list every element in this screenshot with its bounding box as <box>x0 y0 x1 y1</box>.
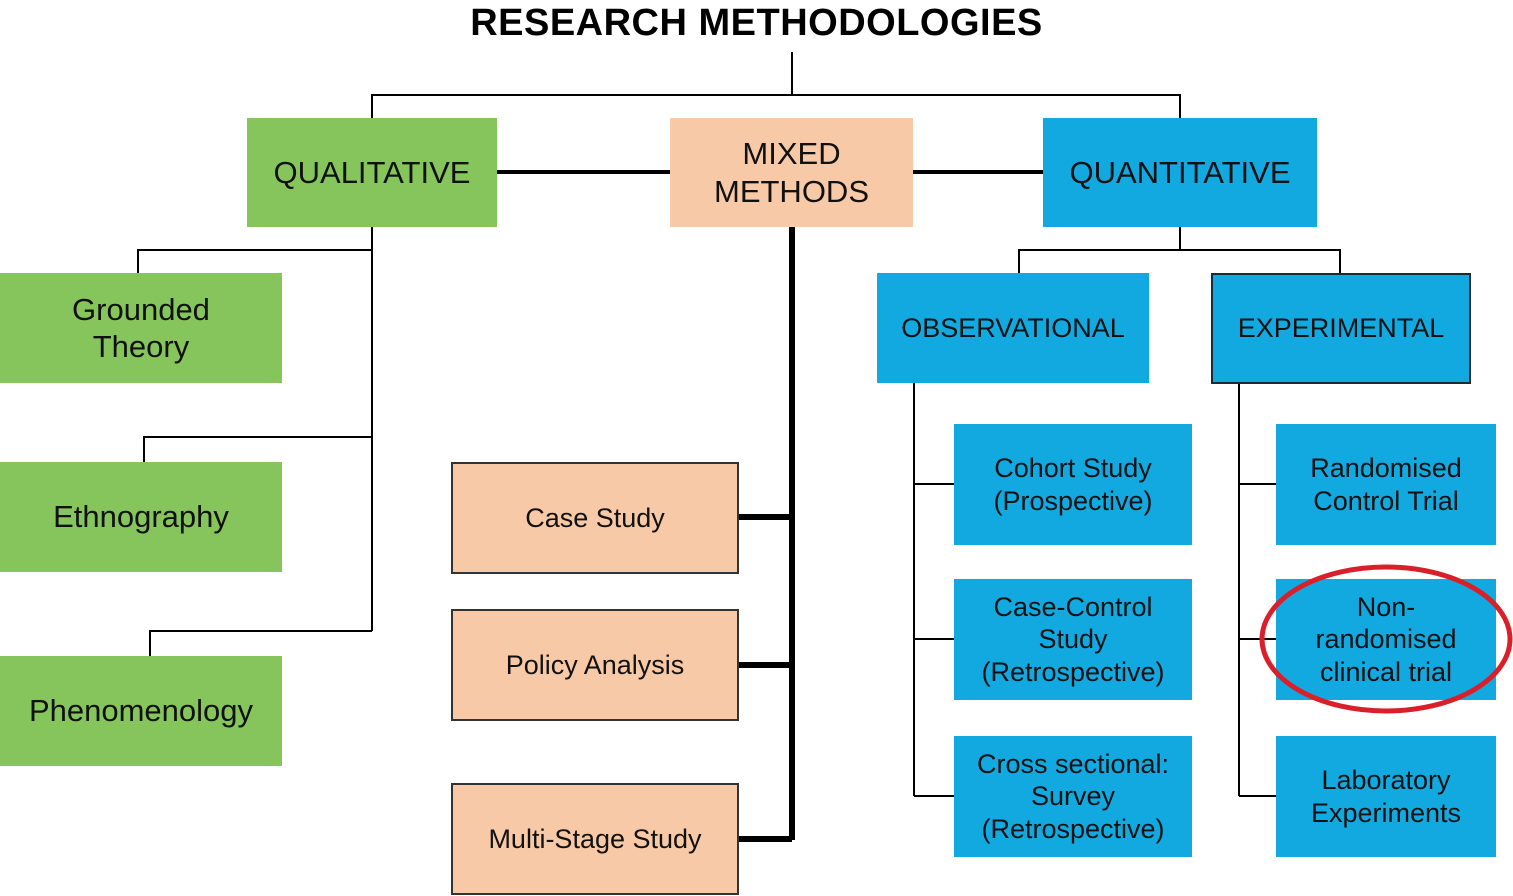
cohort-study-line1: Cohort Study <box>994 453 1152 484</box>
mixed-methods-box: MIXED METHODS <box>670 118 913 227</box>
randomised-control-trial-box: Randomised Control Trial <box>1276 424 1496 545</box>
ethnography-label: Ethnography <box>53 499 229 535</box>
grounded-theory-box: Grounded Theory <box>0 273 282 383</box>
qualitative-box: QUALITATIVE <box>247 118 497 227</box>
ethnography-box: Ethnography <box>0 462 282 572</box>
observational-box: OBSERVATIONAL <box>877 273 1149 383</box>
quantitative-box: QUANTITATIVE <box>1043 118 1317 227</box>
grounded-theory-line1: Grounded <box>72 291 210 327</box>
cross-sectional-box: Cross sectional: Survey (Retrospective) <box>954 736 1192 857</box>
non-randomised-line3: clinical trial <box>1319 656 1453 687</box>
case-control-box: Case-Control Study (Retrospective) <box>954 579 1192 700</box>
non-randomised-line1: Non- <box>1356 591 1416 622</box>
ethnography-connector <box>143 436 372 462</box>
case-study-label: Case Study <box>525 502 665 533</box>
phenomenology-connector <box>149 630 372 656</box>
case-control-line1: Case-Control <box>993 591 1153 622</box>
phenomenology-box: Phenomenology <box>0 656 282 766</box>
mixed-label-line2: METHODS <box>714 173 869 209</box>
mixed-label-line1: MIXED <box>742 136 841 172</box>
case-control-line2: Study <box>1038 624 1108 655</box>
top-bracket-line <box>371 94 1181 118</box>
policy-analysis-label: Policy Analysis <box>505 649 685 680</box>
phenomenology-label: Phenomenology <box>28 693 254 729</box>
grounded-theory-connector <box>137 249 372 273</box>
diagram-title: RESEARCH METHODOLOGIES <box>470 2 1043 44</box>
non-randomised-trial-box: Non- randomised clinical trial <box>1276 579 1496 700</box>
experimental-label: EXPERIMENTAL <box>1237 313 1445 344</box>
lab-experiments-line2: Experiments <box>1310 797 1462 828</box>
observational-label: OBSERVATIONAL <box>901 312 1125 343</box>
case-control-line3: (Retrospective) <box>981 656 1165 687</box>
cross-sectional-line2: Survey <box>1030 781 1116 812</box>
case-study-box: Case Study <box>451 462 739 574</box>
policy-analysis-box: Policy Analysis <box>451 609 739 721</box>
grounded-theory-line2: Theory <box>92 329 190 364</box>
lab-experiments-line1: Laboratory <box>1321 765 1451 796</box>
cohort-study-box: Cohort Study (Prospective) <box>954 424 1192 545</box>
qualitative-label: QUALITATIVE <box>273 154 471 190</box>
cross-sectional-line1: Cross sectional: <box>976 748 1170 779</box>
highlight-ellipse <box>1259 564 1513 714</box>
quantitative-split-line <box>1018 249 1341 273</box>
non-randomised-line2: randomised <box>1315 624 1457 655</box>
rct-line2: Control Trial <box>1313 485 1459 516</box>
laboratory-experiments-box: Laboratory Experiments <box>1276 736 1496 857</box>
cohort-study-line2: (Prospective) <box>993 485 1153 516</box>
rct-line1: Randomised <box>1310 453 1462 484</box>
experimental-box: EXPERIMENTAL <box>1211 273 1471 384</box>
quantitative-label: QUANTITATIVE <box>1069 154 1291 190</box>
multi-stage-study-label: Multi-Stage Study <box>488 823 702 854</box>
multi-stage-study-box: Multi-Stage Study <box>451 783 739 895</box>
cross-sectional-line3: (Retrospective) <box>981 813 1165 844</box>
